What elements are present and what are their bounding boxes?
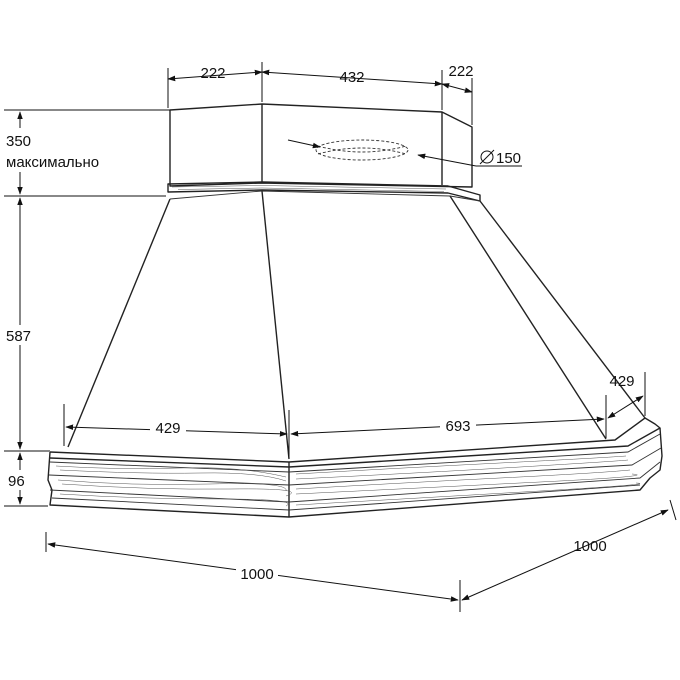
dim-front-width-label: 693 bbox=[445, 418, 470, 435]
dim-top-left-label: 222 bbox=[200, 65, 225, 82]
dim-overall-depth-label: 1000 bbox=[573, 538, 606, 555]
duct-diameter-dimension: 150 bbox=[287, 139, 522, 167]
dim-overall-width-label: 1000 bbox=[240, 566, 273, 583]
top-dimensions: 222 432 222 bbox=[167, 62, 474, 125]
dim-base-height-label: 96 bbox=[8, 473, 25, 490]
overall-dimensions: 1000 1000 bbox=[45, 499, 677, 612]
left-dimensions: 350 максимально 587 96 bbox=[4, 109, 170, 507]
dim-top-right-label: 222 bbox=[448, 63, 473, 80]
dim-front-left-label: 429 bbox=[155, 420, 180, 437]
dim-top-middle-label: 432 bbox=[339, 69, 364, 86]
dim-chimney-height-label: 350 bbox=[6, 133, 31, 150]
diameter-symbol-icon bbox=[480, 150, 494, 164]
dim-chimney-height-note: максимально bbox=[6, 154, 99, 171]
base-molding bbox=[47, 417, 663, 518]
hood-body bbox=[67, 190, 646, 460]
front-dimensions: 429 693 429 bbox=[63, 372, 646, 458]
dim-side-depth-label: 429 bbox=[609, 373, 634, 390]
dim-body-height-label: 587 bbox=[6, 328, 31, 345]
dim-duct-diameter-label: 150 bbox=[496, 150, 521, 167]
duct-opening-icon bbox=[315, 139, 409, 161]
chimney-cover bbox=[169, 103, 473, 188]
